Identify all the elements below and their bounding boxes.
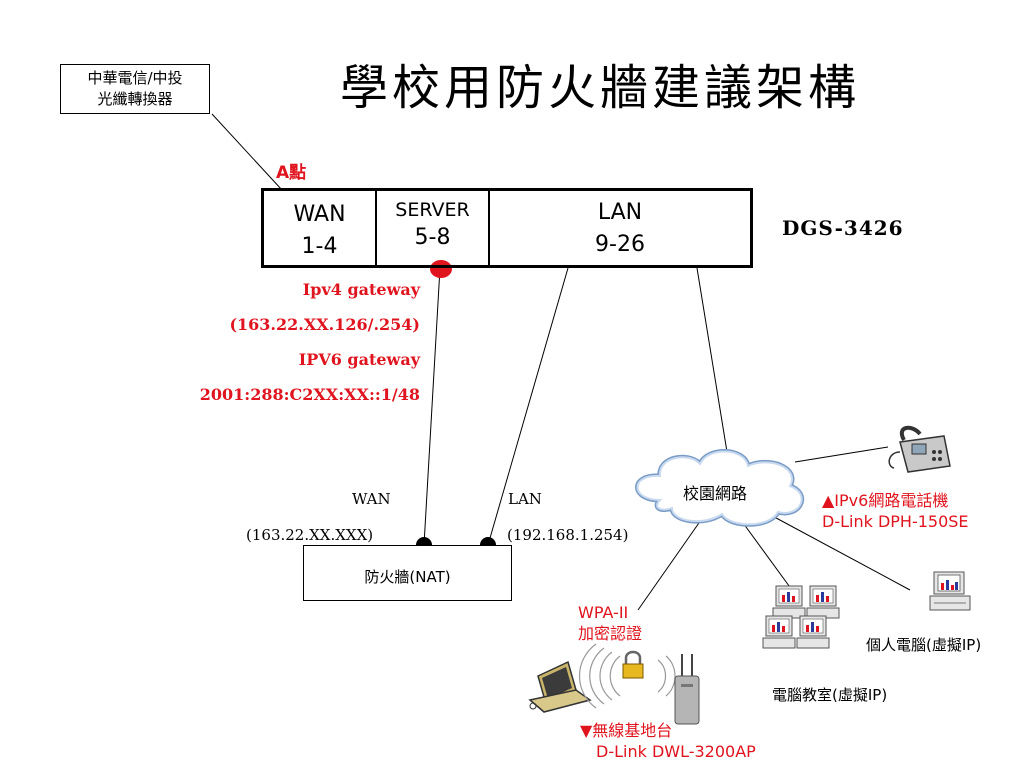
firewall-wan-label: WAN <box>352 490 391 508</box>
ipv6-gateway-value: 2001:288:C2XX:XX::1/48 <box>199 385 420 404</box>
computer-lab-label: 電腦教室(虛擬IP) <box>772 686 888 704</box>
campus-to-pc-line <box>764 511 911 591</box>
switch-wan-segment: WAN 1-4 <box>264 191 377 265</box>
cloud-icon <box>635 449 805 527</box>
access-point-line2: D-Link DWL-3200AP <box>596 742 756 761</box>
campus-to-ap-line <box>637 509 709 611</box>
computer-lab-icon <box>762 585 840 649</box>
server-to-firewall-wan-line <box>423 267 441 546</box>
point-a-label: A點 <box>276 163 307 183</box>
personal-pc-label: 個人電腦(虛擬IP) <box>866 636 982 654</box>
switch-lan-segment: LAN 9-26 <box>490 191 750 265</box>
isp-fiber-converter-box: 中華電信/中投 光纖轉換器 <box>60 64 210 114</box>
ip-phone-line1: ▲IPv6網路電話機 <box>822 491 949 510</box>
ip-phone-line2: D-Link DPH-150SE <box>822 512 969 531</box>
switch-server-ports: 5-8 <box>414 225 451 250</box>
campus-to-lab-line <box>737 515 793 591</box>
ipv4-gateway-label: Ipv4 gateway <box>302 280 420 299</box>
access-point-line1: ▼無線基地台 <box>580 721 673 740</box>
access-point-icon <box>674 654 700 725</box>
wifi-waves-icon <box>578 643 676 709</box>
switch-lan-ports: 9-26 <box>595 232 645 257</box>
switch-server-segment: SERVER 5-8 <box>377 191 490 265</box>
personal-pc-icon <box>929 571 971 611</box>
core-switch: WAN 1-4 SERVER 5-8 LAN 9-26 <box>261 188 753 268</box>
lan-to-firewall-lan-line <box>487 267 569 546</box>
wpa-label: WPA-II 加密認證 <box>578 602 642 644</box>
firewall-box-label: 防火牆(NAT) <box>364 568 451 586</box>
switch-lan-name: LAN <box>597 200 643 225</box>
isp-box-line1: 中華電信/中投 <box>87 69 183 87</box>
ipv4-gateway-value: (163.22.XX.126/.254) <box>229 315 420 334</box>
wpa-line2: 加密認證 <box>578 624 643 643</box>
access-point-label: ▼無線基地台 D-Link DWL-3200AP <box>580 720 756 762</box>
laptop-icon <box>528 660 592 713</box>
ipv6-gateway-label: IPV6 gateway <box>298 350 420 369</box>
campus-network-label: 校園網路 <box>682 484 747 503</box>
isp-box-line2: 光纖轉換器 <box>97 90 173 108</box>
firewall-wan-ip: (163.22.XX.XXX) <box>246 526 374 544</box>
switch-wan-ports: 1-4 <box>301 234 338 259</box>
switch-model-label: DGS-3426 <box>782 216 904 240</box>
isp-uplink-line <box>211 113 283 191</box>
page-title: 學校用防火牆建議架構 <box>339 60 860 116</box>
ip-phone-label: ▲IPv6網路電話機 D-Link DPH-150SE <box>822 490 969 532</box>
firewall-lan-ip: (192.168.1.254) <box>507 526 629 544</box>
switch-wan-name: WAN <box>293 202 346 227</box>
wpa-line1: WPA-II <box>578 603 629 622</box>
ip-phone-icon <box>888 425 951 473</box>
lan-to-campus-line <box>696 267 729 459</box>
switch-server-name: SERVER <box>395 199 470 221</box>
point-a-marker <box>430 260 452 278</box>
firewall-lan-label: LAN <box>508 490 542 508</box>
firewall-box: 防火牆(NAT) <box>303 545 512 601</box>
lock-icon <box>622 650 644 679</box>
campus-to-phone-line <box>794 446 889 463</box>
